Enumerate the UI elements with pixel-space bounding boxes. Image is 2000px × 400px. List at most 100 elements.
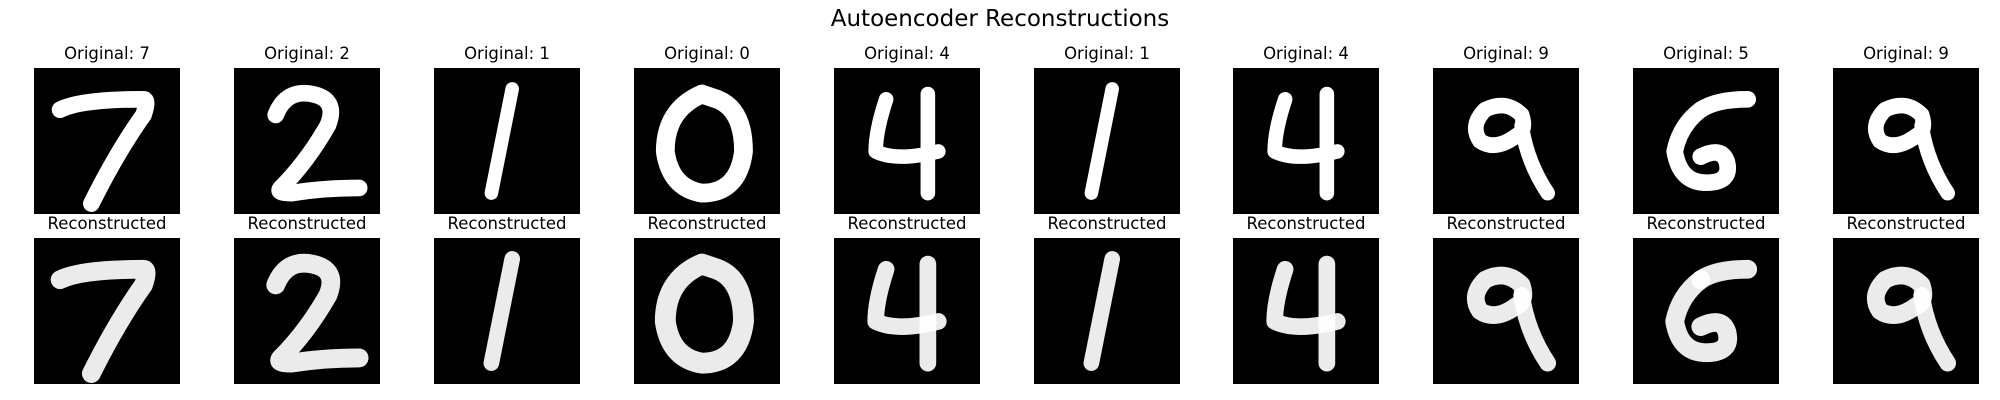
original-label: Original: 9 <box>1463 44 1549 63</box>
original-label: Original: 5 <box>1663 44 1749 63</box>
reconstructed-label: Reconstructed <box>1846 214 1966 233</box>
reconstructed-cell: Reconstructed <box>34 214 180 384</box>
digit-stroke <box>1513 287 1557 372</box>
original-cell: Original: 5 <box>1633 44 1779 214</box>
original-label: Original: 2 <box>264 44 350 63</box>
reconstructed-cell: Reconstructed <box>834 214 980 384</box>
digit-glyph <box>51 90 155 212</box>
digit-stroke <box>655 84 753 203</box>
original-cell: Original: 2 <box>234 44 380 214</box>
original-label: Original: 7 <box>64 44 150 63</box>
digit-glyph <box>1266 255 1346 372</box>
original-digit-image <box>634 68 780 214</box>
reconstructed-digit-image <box>34 238 180 384</box>
reconstructed-cell: Reconstructed <box>634 214 780 384</box>
original-cell: Original: 1 <box>1034 44 1180 214</box>
digit-glyph <box>1267 86 1345 201</box>
original-label: Original: 4 <box>1263 44 1349 63</box>
reconstructed-label: Reconstructed <box>1246 214 1366 233</box>
digit-glyph <box>266 253 369 373</box>
reconstructed-label: Reconstructed <box>647 214 767 233</box>
reconstructed-digit-image <box>234 238 380 384</box>
reconstructed-cell: Reconstructed <box>1034 214 1180 384</box>
original-cell: Original: 9 <box>1833 44 1979 214</box>
reconstructed-digit-image <box>1433 238 1579 384</box>
reconstructed-digit-image <box>834 238 980 384</box>
digit-glyph <box>655 84 753 203</box>
original-cell: Original: 0 <box>634 44 780 214</box>
digit-stroke <box>50 259 156 383</box>
reconstructed-label: Reconstructed <box>1047 214 1167 233</box>
original-digit-image <box>234 68 380 214</box>
reconstructed-digit-image <box>434 238 580 384</box>
original-digit-image <box>1633 68 1779 214</box>
reconstructed-label: Reconstructed <box>47 214 167 233</box>
original-cell: Original: 4 <box>1233 44 1379 214</box>
original-digit-image <box>434 68 580 214</box>
digit-stroke <box>1914 118 1956 201</box>
digit-stroke <box>1913 287 1957 372</box>
reconstructed-digit-image <box>1233 238 1379 384</box>
digit-glyph <box>1665 259 1758 363</box>
digit-glyph <box>1666 90 1757 192</box>
digit-stroke <box>1665 270 1738 363</box>
reconstructed-label: Reconstructed <box>247 214 367 233</box>
original-digit-image <box>1433 68 1579 214</box>
digit-stroke <box>1666 101 1737 192</box>
reconstructed-cell: Reconstructed <box>434 214 580 384</box>
original-digit-image <box>1034 68 1180 214</box>
original-cell: Original: 1 <box>434 44 580 214</box>
reconstructed-digit-image <box>1034 238 1180 384</box>
reconstructed-cell: Reconstructed <box>1233 214 1379 384</box>
original-cell: Original: 7 <box>34 44 180 214</box>
digit-glyph <box>868 86 946 201</box>
digit-stroke <box>867 260 947 335</box>
reconstructed-digit-image <box>634 238 780 384</box>
digit-stroke <box>483 251 521 371</box>
digit-glyph <box>867 255 947 372</box>
original-digit-image <box>834 68 980 214</box>
digit-glyph <box>1084 82 1119 200</box>
digit-glyph <box>267 84 368 202</box>
reconstructed-cell: Reconstructed <box>1433 214 1579 384</box>
digit-glyph <box>654 253 754 374</box>
original-label: Original: 1 <box>1064 44 1150 63</box>
reconstructed-label: Reconstructed <box>447 214 567 233</box>
digit-glyph <box>484 82 519 200</box>
digit-stroke <box>51 90 155 212</box>
original-label: Original: 0 <box>664 44 750 63</box>
reconstructed-label: Reconstructed <box>1646 214 1766 233</box>
original-digit-image <box>1233 68 1379 214</box>
reconstructed-cell: Reconstructed <box>234 214 380 384</box>
digit-stroke <box>267 84 368 202</box>
digit-stroke <box>868 91 946 164</box>
original-label: Original: 1 <box>464 44 550 63</box>
reconstructed-digit-image <box>1633 238 1779 384</box>
digit-stroke <box>654 253 754 374</box>
original-cell: Original: 4 <box>834 44 980 214</box>
digit-stroke <box>484 82 519 200</box>
digit-glyph <box>483 251 521 371</box>
original-digit-image <box>1833 68 1979 214</box>
reconstructed-cell: Reconstructed <box>1633 214 1779 384</box>
original-digit-image <box>34 68 180 214</box>
reconstructed-digit-image <box>1833 238 1979 384</box>
reconstructed-label: Reconstructed <box>847 214 967 233</box>
digit-stroke <box>1084 82 1119 200</box>
reconstructed-label: Reconstructed <box>1446 214 1566 233</box>
digit-glyph <box>1867 97 1956 201</box>
original-cell: Original: 9 <box>1433 44 1579 214</box>
digit-glyph <box>1467 97 1556 201</box>
digit-glyph <box>1466 266 1557 372</box>
digit-stroke <box>266 253 369 373</box>
digit-stroke <box>1267 91 1345 164</box>
figure-title: Autoencoder Reconstructions <box>830 6 1170 32</box>
digit-glyph <box>1083 251 1121 371</box>
digit-stroke <box>1514 118 1556 201</box>
original-label: Original: 4 <box>864 44 950 63</box>
original-label: Original: 9 <box>1863 44 1949 63</box>
digit-stroke <box>1083 251 1121 371</box>
reconstructed-cell: Reconstructed <box>1833 214 1979 384</box>
digit-glyph <box>50 259 156 383</box>
digit-glyph <box>1866 266 1957 372</box>
